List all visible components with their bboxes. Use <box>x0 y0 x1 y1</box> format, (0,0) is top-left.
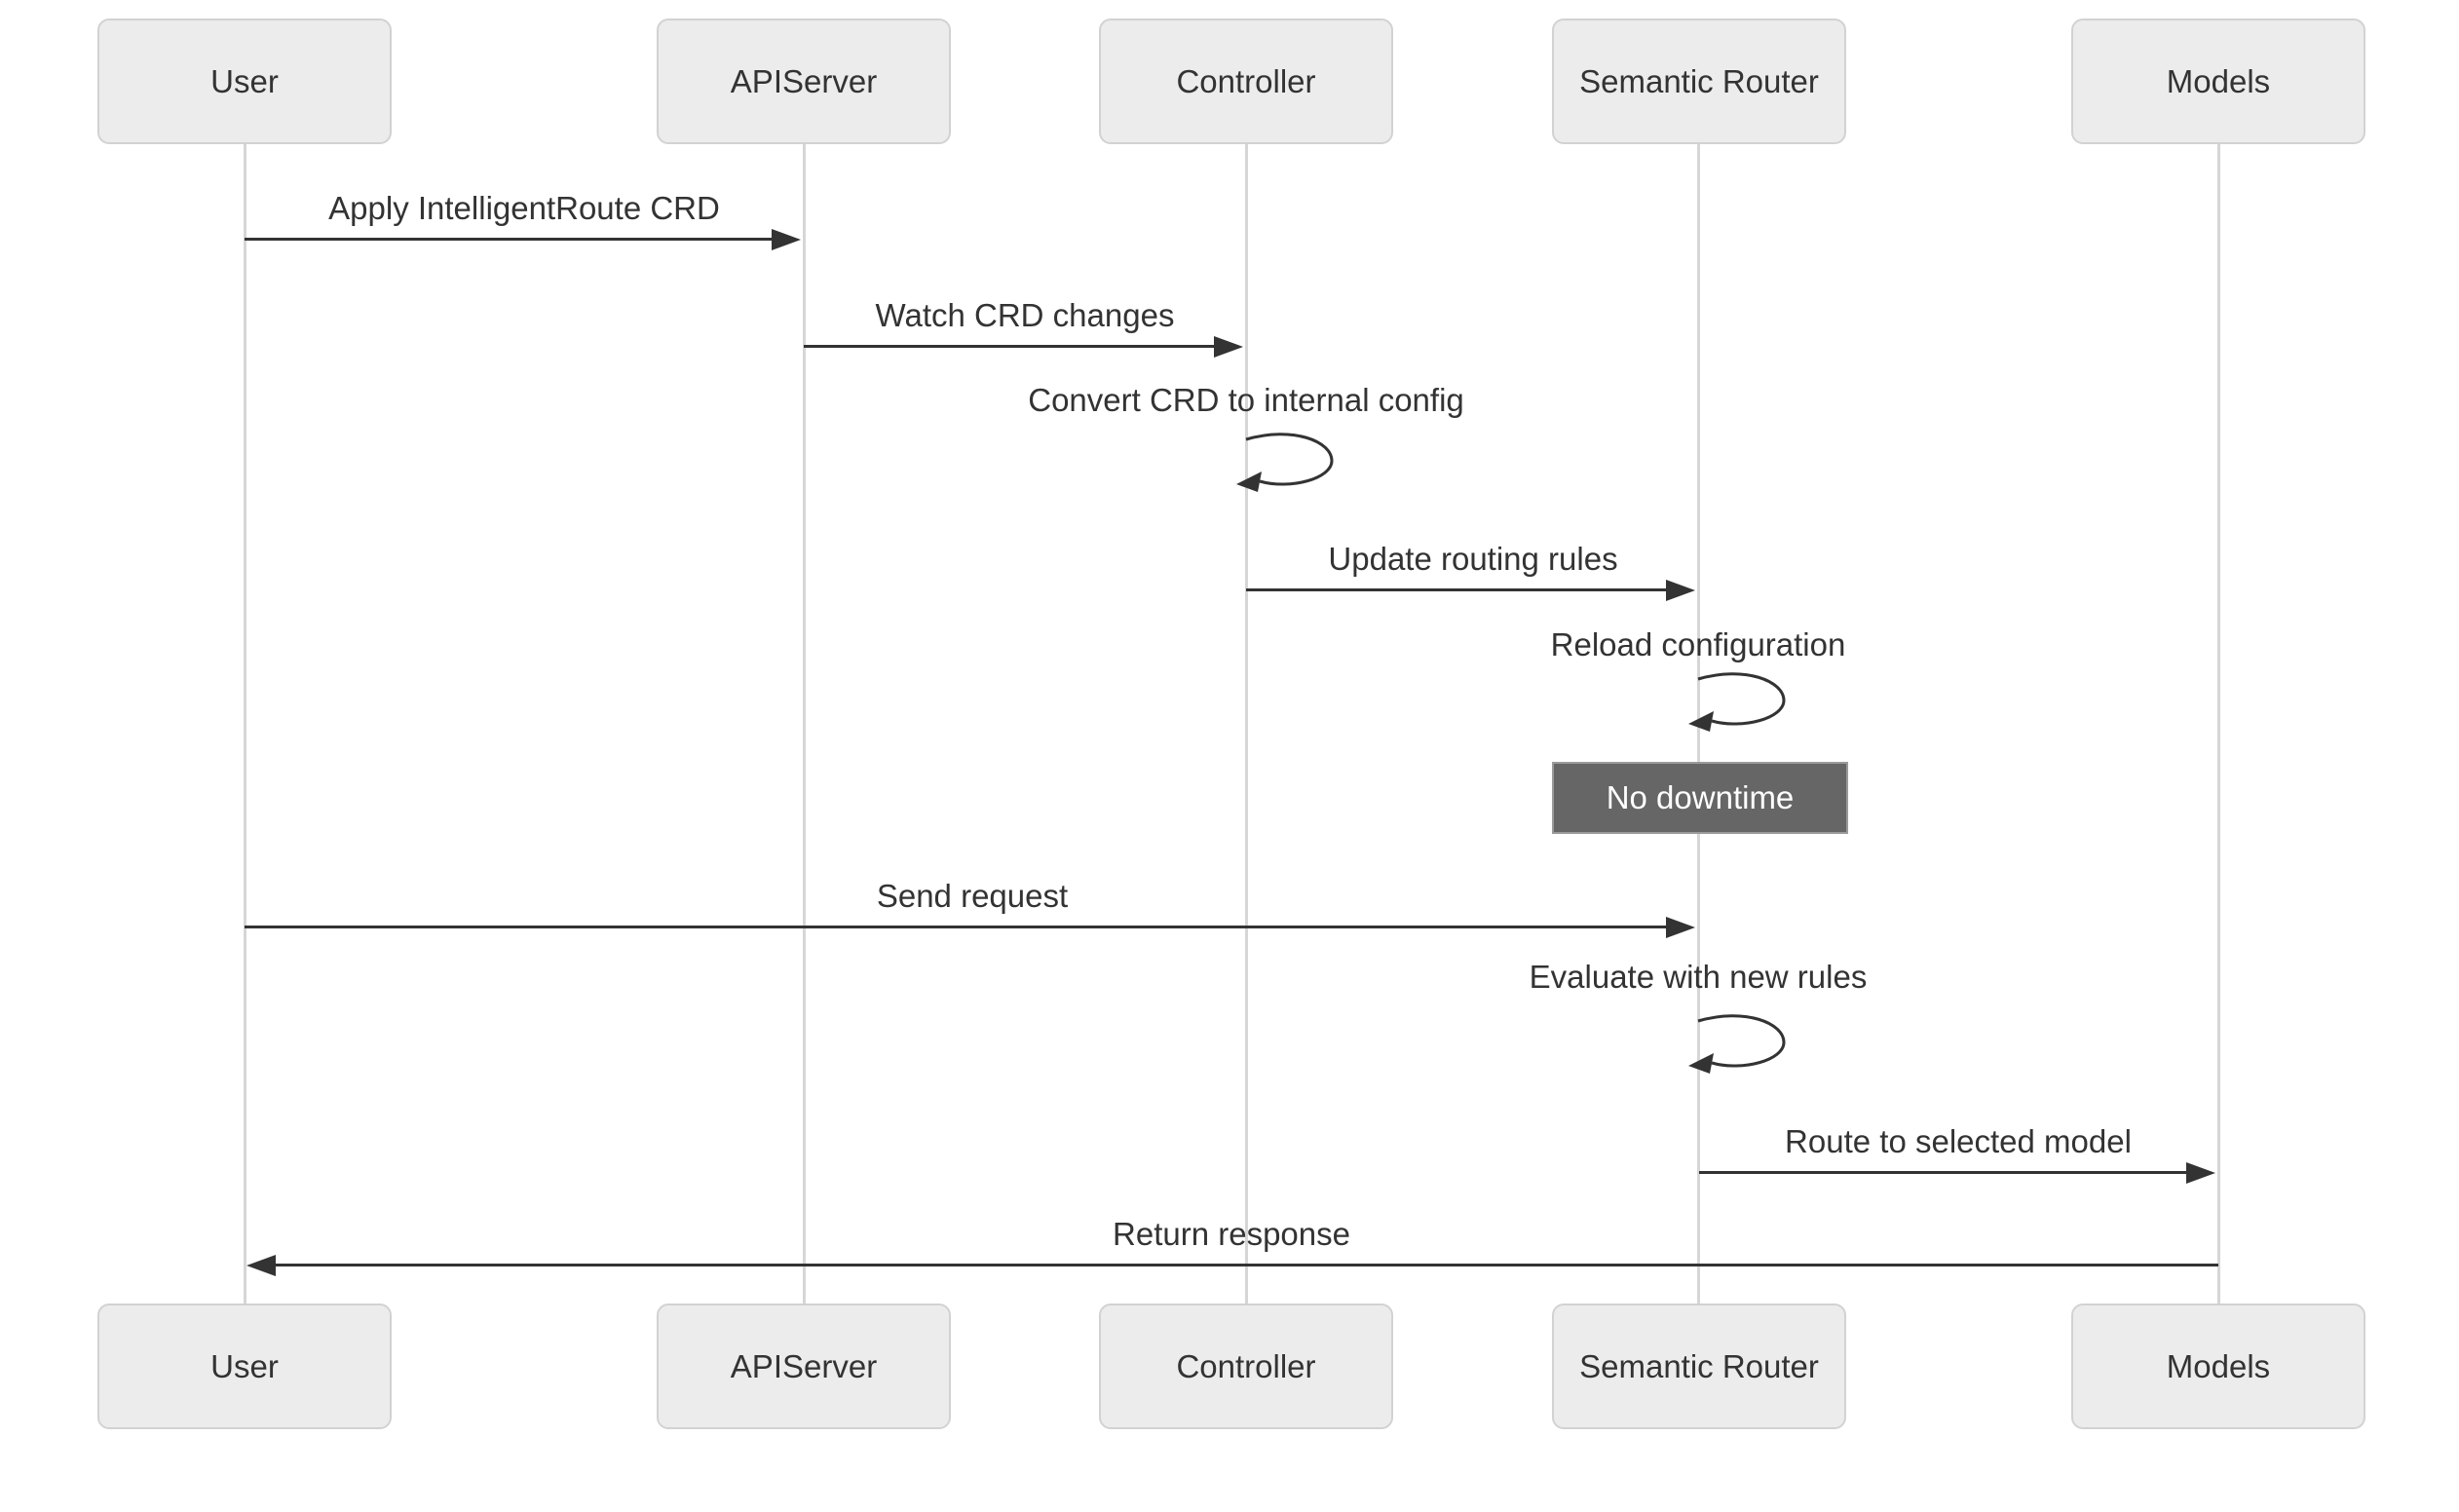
actor-bottom-semantic-router: Semantic Router <box>1552 1304 1846 1429</box>
arrowhead-right-icon <box>1214 336 1243 358</box>
lifeline-models <box>2217 144 2220 1304</box>
actor-bottom-user: User <box>97 1304 392 1429</box>
arrowhead-right-icon <box>772 229 801 250</box>
actor-label: APIServer <box>730 62 878 99</box>
actor-label: Models <box>2166 1347 2271 1384</box>
lifeline-controller <box>1245 144 1248 1304</box>
lifeline-user <box>244 144 246 1304</box>
actor-bottom-controller: Controller <box>1099 1304 1393 1429</box>
message-line-update-routing-rules <box>1246 588 1668 591</box>
message-label-watch-crd-changes: Watch CRD changes <box>875 297 1175 333</box>
actor-label: APIServer <box>730 1347 878 1384</box>
message-label-evaluate-with-new-rules: Evaluate with new rules <box>1529 959 1868 995</box>
message-label-return-response: Return response <box>1113 1216 1350 1252</box>
actor-bottom-models: Models <box>2071 1304 2365 1429</box>
actor-top-user: User <box>97 19 392 144</box>
arrowhead-left-icon <box>246 1255 276 1276</box>
message-label-reload-configuration: Reload configuration <box>1550 626 1846 662</box>
message-line-return-response <box>274 1264 2218 1266</box>
arrowhead-right-icon <box>2186 1162 2215 1184</box>
self-loop-arrow-icon <box>1688 1014 1786 1074</box>
message-line-apply-intelligentroute-crd <box>245 238 774 241</box>
actor-top-models: Models <box>2071 19 2365 144</box>
actor-label: Semantic Router <box>1579 62 1819 99</box>
arrowhead-right-icon <box>1666 917 1695 938</box>
note-label: No downtime <box>1606 779 1795 815</box>
message-label-update-routing-rules: Update routing rules <box>1328 541 1618 577</box>
message-label-send-request: Send request <box>876 878 1069 914</box>
actor-top-semantic-router: Semantic Router <box>1552 19 1846 144</box>
actor-label: Semantic Router <box>1579 1347 1819 1384</box>
actor-top-apiserver: APIServer <box>657 19 951 144</box>
message-line-watch-crd-changes <box>804 345 1216 348</box>
message-label-apply-intelligentroute-crd: Apply IntelligentRoute CRD <box>328 190 720 226</box>
note-no-downtime: No downtime <box>1552 762 1848 834</box>
actor-label: User <box>210 62 279 99</box>
actor-label: Models <box>2166 62 2271 99</box>
arrowhead-right-icon <box>1666 580 1695 601</box>
actor-label: User <box>210 1347 279 1384</box>
message-line-send-request <box>245 926 1668 928</box>
actor-label: Controller <box>1176 62 1316 99</box>
message-label-convert-crd: Convert CRD to internal config <box>1028 382 1464 418</box>
message-label-route-to-selected-model: Route to selected model <box>1785 1123 2132 1159</box>
actor-top-controller: Controller <box>1099 19 1393 144</box>
message-line-route-to-selected-model <box>1699 1171 2188 1174</box>
actor-label: Controller <box>1176 1347 1316 1384</box>
self-loop-arrow-icon <box>1688 672 1786 732</box>
actor-bottom-apiserver: APIServer <box>657 1304 951 1429</box>
lifeline-apiserver <box>803 144 806 1304</box>
self-loop-arrow-icon <box>1236 433 1334 492</box>
